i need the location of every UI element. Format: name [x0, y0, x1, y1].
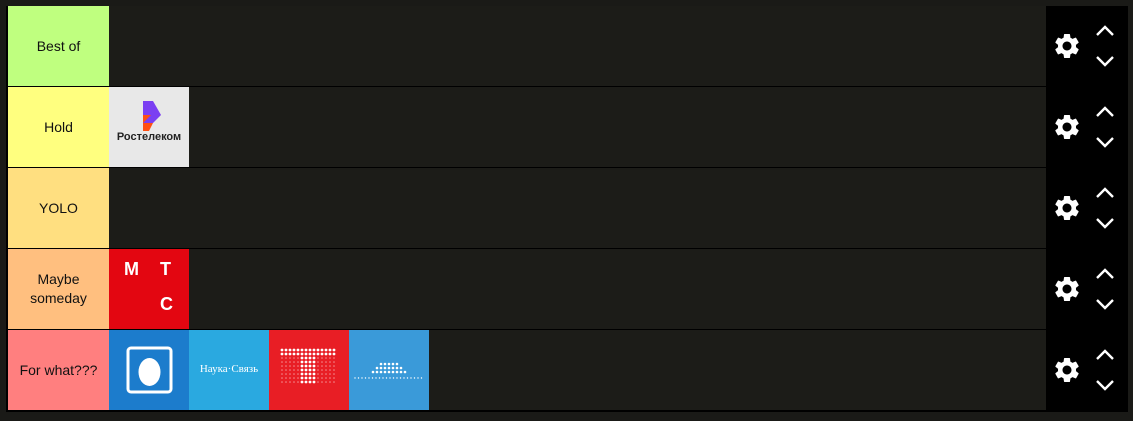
tier-label[interactable]: Hold [8, 87, 109, 167]
tier-items-dropzone[interactable]: Ростелеком [109, 87, 1046, 167]
tier-list-board: Best of Hold Ростелеком [6, 6, 1128, 412]
tier-controls [1046, 6, 1128, 86]
gear-icon[interactable] [1052, 112, 1082, 142]
tier-row-for-what: For what??? Наука·Связь [6, 330, 1128, 410]
tier-label[interactable]: Maybe someday [8, 249, 109, 329]
tier-row-best-of: Best of [6, 6, 1128, 86]
dotted-wave-logo-icon [354, 362, 423, 379]
item-megafon-egg[interactable] [109, 330, 189, 410]
tier-label[interactable]: Best of [8, 6, 109, 86]
gear-icon[interactable] [1052, 193, 1082, 223]
chevron-up-icon[interactable] [1094, 22, 1116, 40]
tier-controls [1046, 330, 1128, 410]
tier-controls [1046, 249, 1128, 329]
mts-letter-s: С [160, 294, 173, 314]
item-tele2-dots[interactable] [269, 330, 349, 410]
tier-items-dropzone[interactable]: Наука·Связь [109, 330, 1046, 410]
tier-row-maybe-someday: Maybe someday М Т С [6, 249, 1128, 329]
item-rostelecom[interactable]: Ростелеком [109, 87, 189, 167]
tier-items-dropzone[interactable] [109, 168, 1046, 248]
chevron-down-icon[interactable] [1094, 133, 1116, 151]
dotted-t-logo-icon [280, 348, 336, 384]
item-mts[interactable]: М Т С [109, 249, 189, 329]
chevron-down-icon[interactable] [1094, 52, 1116, 70]
tier-items-dropzone[interactable]: М Т С [109, 249, 1046, 329]
rostelecom-logo-icon [143, 101, 161, 131]
rostelecom-caption: Ростелеком [116, 131, 182, 143]
chevron-up-icon[interactable] [1094, 184, 1116, 202]
tier-items-dropzone[interactable] [109, 6, 1046, 86]
chevron-down-icon[interactable] [1094, 376, 1116, 394]
tier-label[interactable]: For what??? [8, 330, 109, 410]
chevron-up-icon[interactable] [1094, 265, 1116, 283]
chevron-down-icon[interactable] [1094, 214, 1116, 232]
nauka-svyaz-caption: Наука·Связь [199, 363, 259, 375]
item-dots-logo[interactable] [349, 330, 429, 410]
tier-label[interactable]: YOLO [8, 168, 109, 248]
tier-row-hold: Hold Ростелеком [6, 87, 1128, 167]
gear-icon[interactable] [1052, 355, 1082, 385]
item-nauka-svyaz[interactable]: Наука·Связь [189, 330, 269, 410]
chevron-up-icon[interactable] [1094, 346, 1116, 364]
tier-controls [1046, 168, 1128, 248]
mts-letter-t: Т [160, 259, 171, 279]
gear-icon[interactable] [1052, 31, 1082, 61]
mts-logo-icon [124, 259, 174, 317]
mts-letter-m: М [124, 259, 139, 279]
egg-logo-icon [126, 346, 173, 394]
gear-icon[interactable] [1052, 274, 1082, 304]
chevron-up-icon[interactable] [1094, 103, 1116, 121]
chevron-down-icon[interactable] [1094, 295, 1116, 313]
tier-controls [1046, 87, 1128, 167]
tier-row-yolo: YOLO [6, 168, 1128, 248]
